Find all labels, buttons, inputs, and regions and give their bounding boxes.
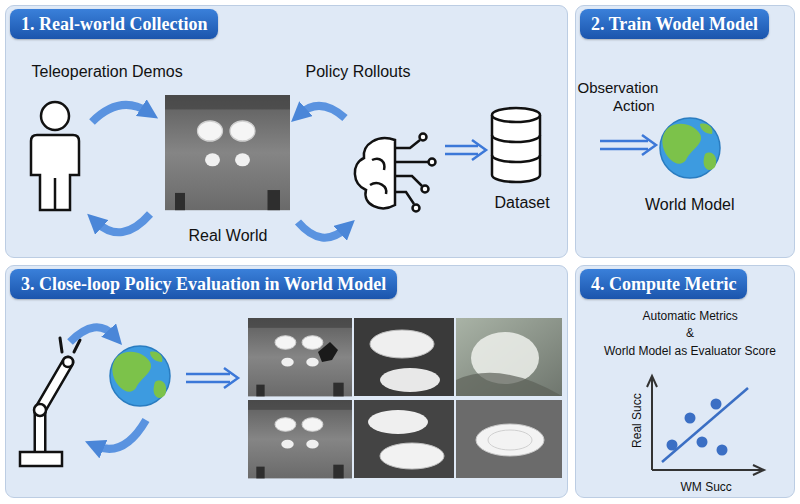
caption-label: Action <box>613 98 655 115</box>
caption-label: Policy Rollouts <box>306 63 411 81</box>
panel-title: 3. Close-loop Policy Evaluation in World… <box>10 269 397 299</box>
panel-box: 1. Real-world Collection <box>5 5 568 258</box>
caption-label: Real Succ <box>630 393 643 448</box>
panel-box: 4. Compute Metric <box>575 265 795 498</box>
caption-label: Dataset <box>495 194 550 212</box>
caption-label: World Model <box>645 196 735 214</box>
caption-label: Automatic Metrics <box>643 310 738 323</box>
caption-label: Real World <box>189 227 268 245</box>
caption-label: World Model as Evaluator Score <box>604 345 776 358</box>
caption-label: WM Succ <box>681 481 732 494</box>
caption-label: Teleoperation Demos <box>32 63 183 81</box>
panel-title: 1. Real-world Collection <box>10 9 218 39</box>
panel-title: 2. Train Wodel Model <box>580 9 769 39</box>
panel-box: 3. Close-loop Policy Evaluation in World… <box>5 265 568 498</box>
panel-title: 4. Compute Metric <box>580 269 747 299</box>
caption-label: Observation <box>578 80 659 97</box>
caption-label: & <box>686 327 694 340</box>
panel-box: 2. Train Wodel Model <box>575 5 795 258</box>
